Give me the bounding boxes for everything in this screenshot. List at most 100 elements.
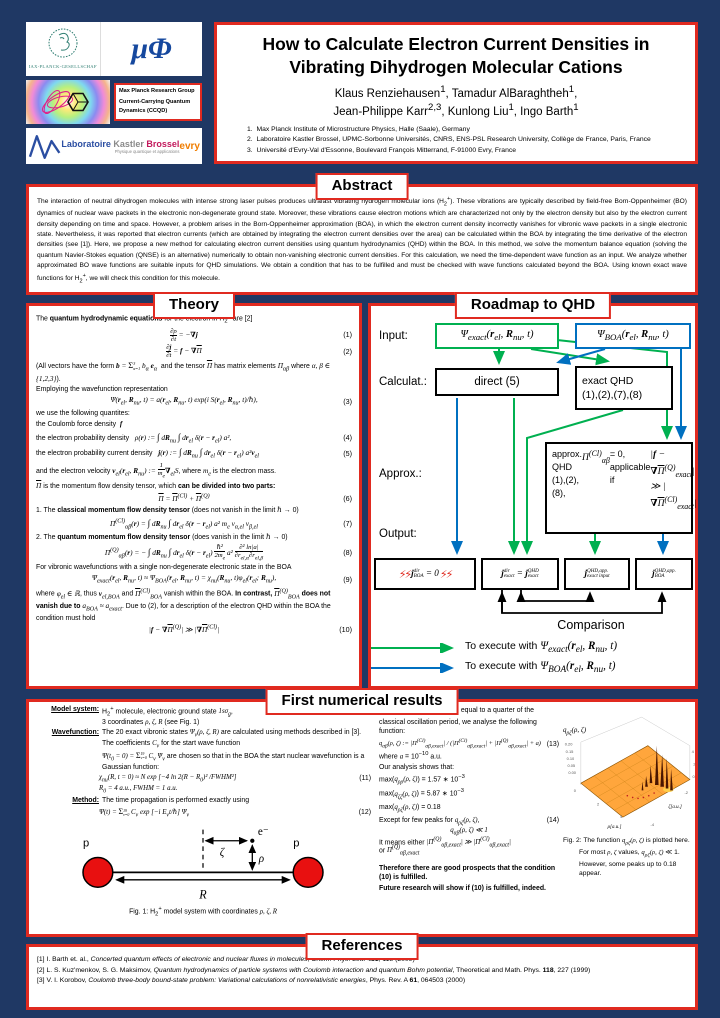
- proton-right: [292, 856, 324, 889]
- fig1-diagram: p p e⁻ ζ ρ R: [82, 826, 324, 902]
- affiliation-2: 2. Laboratoire Kastler Brossel, UPMC-Sor…: [247, 136, 651, 144]
- lkb-word3: Brossel: [146, 138, 180, 149]
- lkb-name: Laboratoire Kastler Brossel: [61, 139, 179, 149]
- conclusion-line2: Future research will show if (10) is ful…: [379, 885, 546, 893]
- lkb-word2: Kastler: [113, 138, 144, 149]
- equation-8: Π(Q)αβ(r) = − ∫ dRnu ∫ drel δ(r − rel) ℏ…: [104, 543, 264, 562]
- proton-left-label: p: [83, 837, 89, 849]
- affiliations: 1. Max Planck Institute of Microstructur…: [217, 125, 695, 156]
- legend-blue: To execute with ΨBOA(rel, Rnu, t): [371, 660, 616, 675]
- analysis-where: where a = 10−10 a.u.: [379, 750, 442, 760]
- R-label: R: [198, 888, 207, 902]
- title-line1: How to Calculate Electron Current Densit…: [262, 34, 650, 54]
- fig2-y-tick: -2: [684, 790, 688, 795]
- equation-number: (11): [359, 774, 371, 782]
- theory-line: 1. The classical momentum flow density t…: [36, 505, 299, 515]
- equation-number: (5): [343, 448, 352, 458]
- analysis-max-rho-zeta: max(qρζ(ρ, ζ)) = 0.18: [379, 804, 441, 814]
- mpg-logo: MAX-PLANCK-GESELLSCHAFT: [26, 22, 101, 76]
- fig2-z-tick: 0.00: [568, 770, 576, 775]
- fig2-x-tick: 4: [620, 814, 623, 819]
- fig2-block: qρζ(ρ, ζ) 0.20 0.15 0.10 0.05 0.00: [563, 702, 697, 878]
- theory-line: 2. The quantum momentum flow density ten…: [36, 532, 288, 542]
- abstract-heading: Abstract: [315, 173, 409, 200]
- analysis-except: Except for few peaks for qρζ(ρ, ζ),: [379, 816, 480, 827]
- model-system-text: H2+ molecule, electronic ground state 1s…: [102, 706, 233, 727]
- fig2-x-label: ρ[a.u.]: [607, 825, 622, 830]
- reference-3: [3] V. I. Korobov, Coulomb three-body bo…: [37, 977, 466, 985]
- method-text: The time propagation is performed exactl…: [102, 797, 250, 805]
- fig2-title: qρζ(ρ, ζ): [563, 726, 587, 737]
- title-panel: How to Calculate Electron Current Densit…: [214, 22, 698, 164]
- fig2-y-label: ζ[a.u.]: [668, 804, 681, 810]
- input-box-exact: Ψexact(rel, Rnu, t): [435, 323, 559, 349]
- results-middle-column: At t = Tcl/4 = 5.64 fs, being equal to a…: [379, 706, 559, 895]
- equation-6: Π = Π(Cl) + Π(Q): [158, 493, 210, 504]
- legend-blue-label: To execute with ΨBOA(rel, Rnu, t): [465, 660, 616, 676]
- legend-green-label: To execute with Ψexact(rel, Rnu, t): [465, 640, 618, 656]
- zeta-label: ζ: [220, 847, 226, 859]
- references-panel: References [1] I. Barth et. al., Concert…: [26, 933, 698, 1010]
- equation-number: (7): [343, 519, 352, 529]
- stage-label-output: Output:: [379, 528, 417, 540]
- title-line2: Vibrating Dihydrogen Molecular Cations: [289, 56, 623, 77]
- equation-7: Π(Cl)αβ(r) = ∫ dRnu ∫ drel δ(r − rel) a²…: [110, 517, 258, 531]
- affiliation-3: 3. Université d'Evry-Val d'Essonne, Boul…: [247, 146, 517, 154]
- lightning-icon: ⚡⚡: [439, 567, 454, 581]
- fig2-surface-grid: [588, 752, 682, 811]
- fig2-x-tick: 2: [597, 802, 599, 807]
- approx-box: approx. QHD(1),(2),(8),Π(Cl)αβ = 0,appli…: [545, 442, 697, 534]
- ccqd-logo: Max Planck Research Group Current-Carryi…: [26, 80, 202, 124]
- equation-number: (13): [546, 740, 559, 748]
- results-right-column: qρζ(ρ, ζ) 0.20 0.15 0.10 0.05 0.00: [563, 702, 697, 878]
- header-logos: MAX-PLANCK-GESELLSCHAFT μΦ Max Planck Re…: [26, 22, 202, 164]
- method-row: Method: The time propagation is performe…: [35, 797, 371, 806]
- wavefunction-label: Wavefunction:: [51, 729, 99, 737]
- lightning-icon: ⚡⚡: [398, 567, 413, 581]
- roadmap-heading: Roadmap to QHD: [454, 292, 612, 319]
- equation-4: the electron probability density ρ(r) :=…: [36, 431, 232, 445]
- equation-9: Ψexact(rel, Rnu, t) ≈ ΨBOA(rel, Rnu, t) …: [91, 573, 277, 585]
- analysis-shows: Our analysis shows that:: [379, 763, 455, 771]
- electron-label: e⁻: [258, 826, 269, 838]
- evry-logo: evry: [179, 140, 200, 152]
- references-heading: References: [305, 933, 419, 960]
- comparison-arrows: [497, 590, 667, 614]
- theory-line: and the electron velocity vel(rel, Rnu) …: [36, 461, 277, 480]
- equation-number: (12): [358, 809, 371, 817]
- conclusion-line1: Therefore there are good prospects that …: [379, 865, 556, 882]
- proton-right-label: p: [293, 837, 299, 849]
- analysis-means-line1: It means either |Π(Q)αβ,exact| ≫ |Π(Cl)α…: [379, 836, 511, 849]
- analysis-max-rho-rho: max(qρρ(ρ, ζ)) = 1.57 ∗ 10−3: [379, 773, 465, 786]
- fig2-wireframe: [580, 716, 691, 785]
- fig2-caption: Fig. 2: The function qρζ(ρ, ζ) is plotte…: [563, 837, 690, 877]
- calc-box-direct: direct (5): [435, 368, 559, 396]
- rho-label: ρ: [258, 853, 265, 865]
- references-body: [1] I. Barth et. al., Concerted quantum …: [29, 947, 695, 989]
- equation-14: qαβ(ρ, ζ) ≪ 1: [450, 827, 488, 837]
- affiliation-1: 1. Max Planck Institute of Microstructur…: [247, 126, 470, 134]
- abstract-text: The interaction of neutral dihydrogen mo…: [37, 196, 687, 285]
- fig2-y-tick: 0: [693, 774, 696, 779]
- equation-11-row: χnu(R, t = 0) ≈ N exp [−4 ln 2(R − R0)² …: [35, 774, 371, 785]
- analysis-means-line2: or Π(Q)αβ,exact: [379, 844, 420, 857]
- stage-label-approx: Approx.:: [379, 468, 422, 480]
- reference-2: [2] L. S. Kuz'menkov, S. G. Maksimov, Qu…: [37, 966, 591, 974]
- mpg-minerva-icon: MAX-PLANCK-GESELLSCHAFT: [29, 28, 97, 69]
- ccqd-line1: Max Planck Research Group: [119, 88, 195, 94]
- fig1-caption: Fig. 1: H2+ model system with coordinate…: [129, 906, 277, 918]
- equation-13: qαβ(ρ, ζ) := |Π(Cl)αβ,exact| / (|Π(Cl)αβ…: [379, 738, 541, 750]
- abstract-panel: Abstract The interaction of neutral dihy…: [26, 173, 698, 295]
- stage-label-calculate: Calculat.:: [379, 376, 427, 388]
- fig2-z-tick: 0.15: [566, 749, 574, 754]
- equation-14-row: Except for few peaks for qρζ(ρ, ζ), (14): [379, 817, 559, 826]
- input-box-boa: ΨBOA(rel, Rnu, t): [575, 323, 691, 349]
- lkb-logo: Laboratoire Kastler Brossel Physique qua…: [26, 128, 202, 164]
